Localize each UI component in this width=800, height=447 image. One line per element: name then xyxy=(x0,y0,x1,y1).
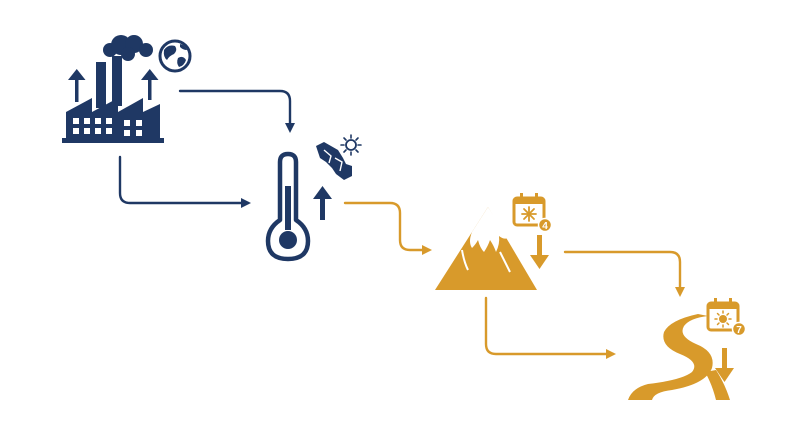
arrow-mountain-to-river-left xyxy=(484,296,616,359)
snowy-mountain-icon xyxy=(435,207,537,290)
globe-icon xyxy=(158,39,192,73)
arrow-factory-to-thermometer-top xyxy=(178,89,295,133)
snowflake-icon xyxy=(521,206,537,222)
thermometer-rising-icon xyxy=(265,151,332,262)
arrow-thermometer-to-mountain xyxy=(343,201,432,255)
arrow-factory-to-thermometer-left xyxy=(118,155,251,208)
calendar-sun-icon: 7 xyxy=(706,298,747,382)
connectors xyxy=(118,89,685,359)
sun-icon xyxy=(714,310,732,328)
sun-over-land-icon xyxy=(316,134,362,180)
calendar-snowflake-icon: 4 xyxy=(512,193,553,269)
calendar-badge-snow: 4 xyxy=(542,221,548,232)
factory-emissions-icon xyxy=(62,35,164,143)
sun-icon xyxy=(340,134,362,156)
river-icon xyxy=(628,314,730,400)
arrow-mountain-to-river-top xyxy=(563,250,685,297)
calendar-badge-sun: 7 xyxy=(736,325,742,336)
